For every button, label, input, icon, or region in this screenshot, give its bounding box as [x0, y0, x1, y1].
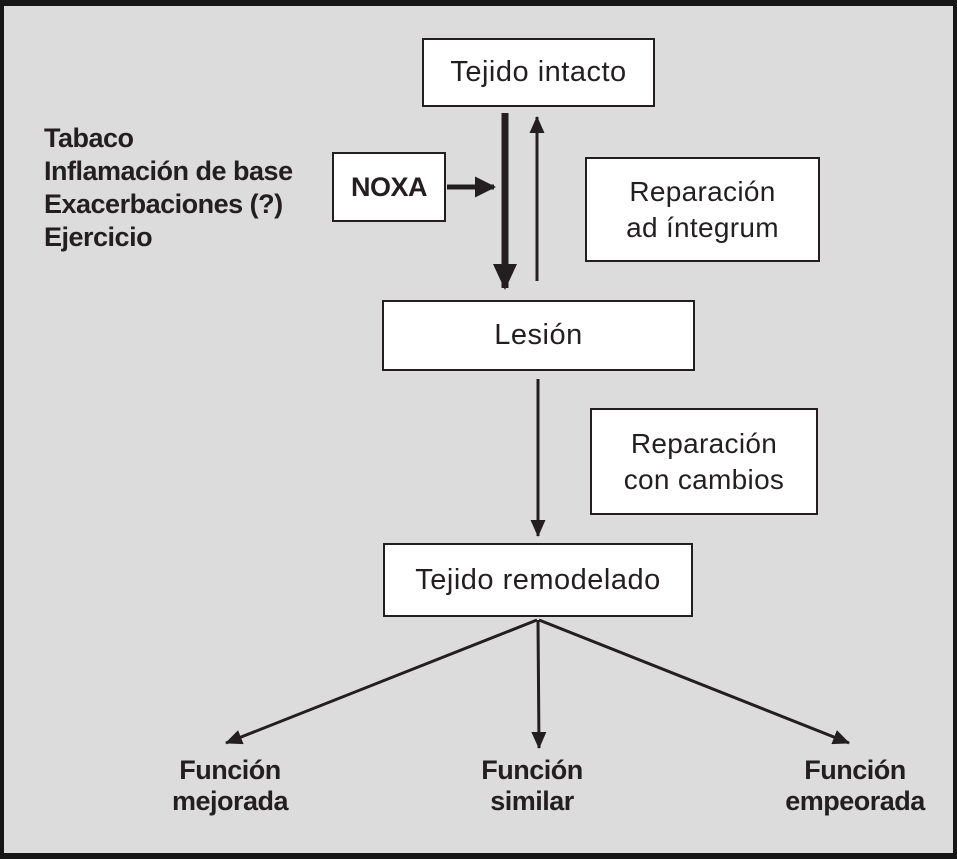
node-reparacion-ad-integrum-line1: Reparación: [629, 175, 776, 207]
arrow-remodelado-to-funcion-similar: [531, 619, 547, 749]
node-reparacion-con-cambios-line2: con cambios: [623, 463, 785, 495]
outcome-funcion-empeorada-line2: empeorada: [785, 786, 925, 816]
node-tejido-remodelado-label: Tejido remodelado: [415, 563, 661, 596]
factor-tabaco: Tabaco: [44, 123, 134, 153]
outcome-funcion-similar-line2: similar: [490, 786, 574, 816]
node-tejido-intacto: Tejido intacto: [422, 38, 655, 107]
factor-ejercicio: Ejercicio: [44, 222, 153, 252]
node-lesion: Lesión: [382, 300, 695, 371]
outcome-funcion-mejorada-line2: mejorada: [171, 786, 289, 816]
factor-exacerbaciones: Exacerbaciones (?): [44, 189, 283, 219]
outcome-funcion-mejorada-line1: Función: [179, 755, 281, 785]
outcome-funcion-similar-line1: Función: [481, 755, 583, 785]
factor-inflamacion: Inflamación de base: [44, 156, 293, 186]
node-reparacion-con-cambios-line1: Reparación: [630, 427, 778, 459]
arrow-remodelado-to-funcion-mejorada: [225, 618, 538, 745]
node-reparacion-ad-integrum: Reparación ad íntegrum: [585, 157, 820, 262]
arrow-remodelado-to-funcion-empeorada: [538, 618, 850, 745]
node-tejido-remodelado: Tejido remodelado: [383, 543, 693, 617]
node-reparacion-ad-integrum-line2: ad íntegrum: [626, 211, 779, 243]
node-tejido-intacto-label: Tejido intacto: [450, 56, 627, 88]
node-reparacion-con-cambios: Reparación con cambios: [590, 408, 818, 515]
node-lesion-label: Lesión: [494, 319, 583, 351]
node-noxa: NOXA: [332, 152, 446, 222]
outcome-funcion-similar: Función similar: [447, 755, 617, 817]
node-noxa-label: NOXA: [350, 171, 428, 202]
noxa-factors-list: Tabaco Inflamación de base Exacerbacione…: [44, 122, 293, 254]
outcome-funcion-empeorada: Función empeorada: [770, 755, 940, 817]
outcome-funcion-empeorada-line1: Función: [804, 755, 906, 785]
outcome-funcion-mejorada: Función mejorada: [145, 755, 315, 817]
